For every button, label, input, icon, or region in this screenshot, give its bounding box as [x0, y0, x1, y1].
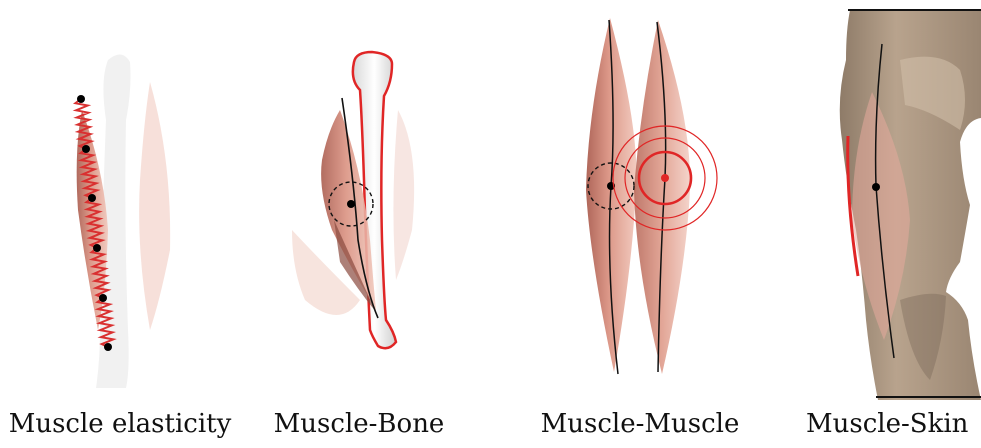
caption-muscle-muscle: Muscle-Muscle	[520, 404, 760, 444]
spring-node	[88, 194, 96, 202]
caption-muscle-skin: Muscle-Skin	[806, 404, 981, 444]
ghost-muscle	[393, 110, 414, 280]
panel-bone	[292, 52, 414, 348]
muscle-point	[872, 183, 880, 191]
spring-node	[93, 244, 101, 252]
spring-node	[99, 294, 107, 302]
contact-point	[661, 174, 669, 182]
caption-elasticity: Muscle elasticity	[0, 404, 240, 444]
muscle-point	[347, 200, 355, 208]
panel-elasticity	[75, 54, 170, 388]
spring-node	[104, 343, 112, 351]
spring-node	[82, 145, 90, 153]
ghost-muscle	[139, 82, 170, 330]
caption-muscle-bone: Muscle-Bone	[256, 404, 462, 444]
spring-node	[77, 95, 85, 103]
panel-muscle	[586, 18, 717, 374]
panel-skin	[840, 10, 981, 400]
